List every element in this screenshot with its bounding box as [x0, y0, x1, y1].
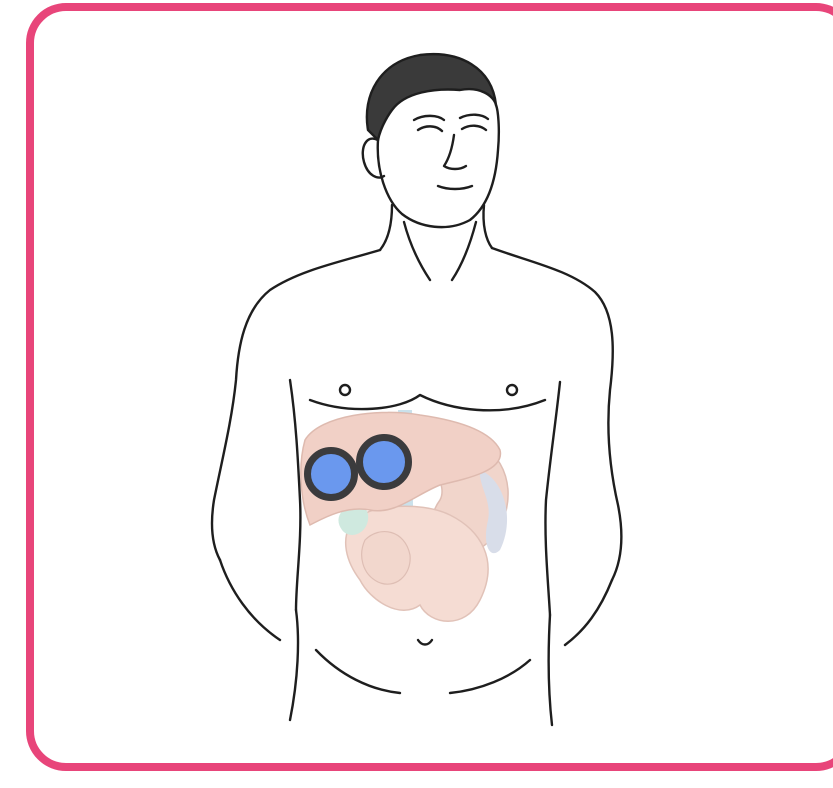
location-marker-1[interactable] — [304, 447, 358, 501]
hip-right — [450, 660, 530, 693]
abdominal-organs — [301, 410, 508, 621]
nipple-right — [507, 385, 517, 395]
chest-line — [310, 395, 545, 410]
mouth — [438, 186, 472, 189]
arm-outer-right — [565, 580, 612, 645]
neck-muscle-right — [452, 222, 476, 280]
hip-left — [316, 650, 400, 693]
arm-outer-left — [220, 560, 280, 640]
body-outline — [212, 54, 621, 725]
arm-inner-left — [290, 380, 300, 610]
eye-left — [418, 126, 442, 131]
nipple-left — [340, 385, 350, 395]
nose — [444, 135, 466, 169]
neck-muscle-left — [404, 222, 430, 280]
eye-right — [462, 126, 486, 130]
waist-right — [549, 615, 552, 725]
waist-left — [290, 610, 298, 720]
navel — [418, 640, 432, 645]
neck-right — [483, 205, 492, 248]
neck-left — [380, 205, 392, 250]
brow-right — [460, 115, 488, 119]
head — [378, 105, 499, 227]
location-marker-2[interactable] — [356, 434, 412, 490]
brow-left — [414, 116, 444, 120]
arm-inner-right — [545, 382, 560, 615]
